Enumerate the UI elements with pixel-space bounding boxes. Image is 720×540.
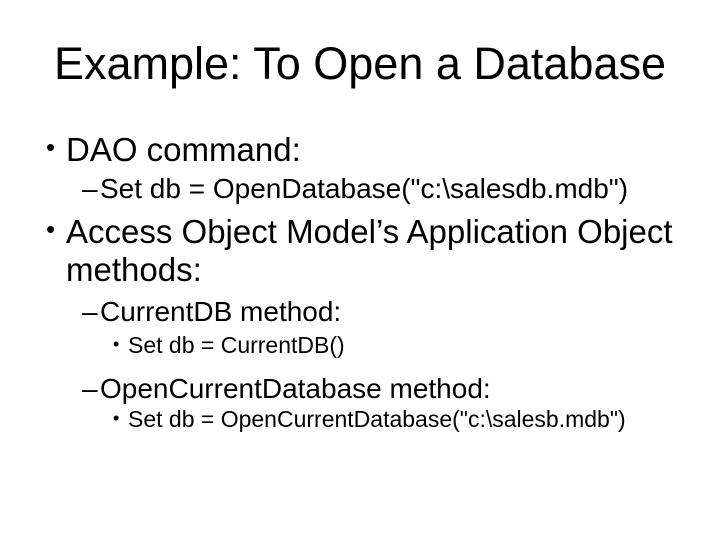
bullet-icon: • <box>113 334 120 354</box>
sub-sub-bullet-item: • Set db = CurrentDB() <box>113 332 345 360</box>
bullet-icon: • <box>46 132 56 162</box>
sub-bullet-item: – OpenCurrentDatabase method: <box>82 372 491 406</box>
bullet-icon: • <box>46 214 56 244</box>
bullet-text: Access Object Model’s Application Object… <box>66 213 673 288</box>
dash-icon: – <box>82 173 98 204</box>
bullet-text: OpenCurrentDatabase method: <box>100 373 491 404</box>
sub-bullet-item: – Set db = OpenDatabase("c:\salesdb.mdb"… <box>82 172 628 206</box>
sub-sub-bullet-item: • Set db = OpenCurrentDatabase("c:\sales… <box>113 406 626 434</box>
bullet-item: • Access Object Model’s Application Obje… <box>46 213 673 289</box>
dash-icon: – <box>82 373 98 404</box>
dash-icon: – <box>82 296 98 327</box>
bullet-icon: • <box>113 408 120 428</box>
bullet-text: CurrentDB method: <box>100 296 342 327</box>
bullet-text: DAO command: <box>66 131 301 168</box>
code-text: Set db = OpenCurrentDatabase("c:\salesb.… <box>128 406 626 432</box>
code-text: Set db = CurrentDB() <box>128 332 345 358</box>
slide-title: Example: To Open a Database <box>53 38 667 89</box>
bullet-item: • DAO command: <box>46 131 301 169</box>
code-text: Set db = OpenDatabase("c:\salesdb.mdb") <box>100 173 629 204</box>
sub-bullet-item: – CurrentDB method: <box>82 295 341 329</box>
